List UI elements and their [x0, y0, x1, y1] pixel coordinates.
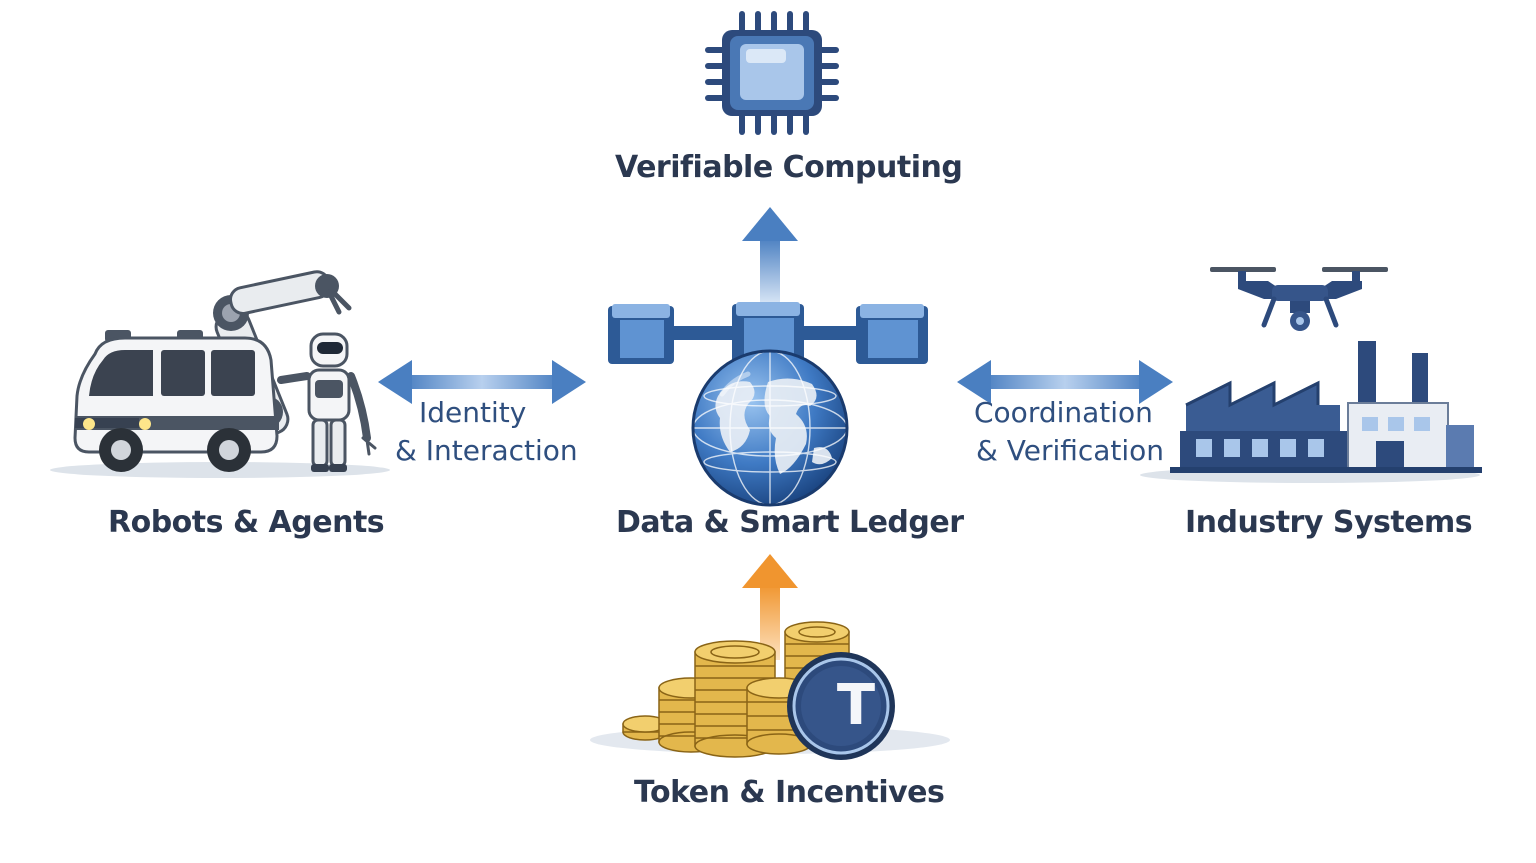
double-arrow-left	[378, 360, 586, 404]
double-arrow-right	[957, 360, 1173, 404]
factory-drone-icon	[1140, 267, 1482, 483]
edge-label-coordination-verification: Coordination & Verification	[974, 394, 1164, 470]
globe-blockchain-icon	[608, 302, 928, 507]
node-label-token-incentives: Token & Incentives	[634, 775, 945, 810]
token-letter: T	[836, 673, 876, 738]
edge-label-line2: & Interaction	[395, 434, 578, 467]
node-label-verifiable-computing: Verifiable Computing	[615, 150, 963, 185]
node-label-data-smart-ledger: Data & Smart Ledger	[616, 505, 964, 540]
edge-label-line1: Identity	[419, 396, 527, 429]
edge-label-line2: & Verification	[976, 434, 1165, 467]
robots-vehicle-icon	[50, 270, 390, 478]
node-label-industry-systems: Industry Systems	[1185, 505, 1473, 540]
edge-label-identity-interaction: Identity & Interaction	[395, 394, 578, 470]
arrow-up-from-token	[742, 554, 798, 660]
cpu-chip-icon	[705, 11, 839, 135]
coin-stack-icon	[590, 621, 950, 760]
edge-label-line1: Coordination	[974, 396, 1153, 429]
node-label-robots-agents: Robots & Agents	[108, 505, 385, 540]
arrow-up-to-computing	[742, 207, 798, 303]
